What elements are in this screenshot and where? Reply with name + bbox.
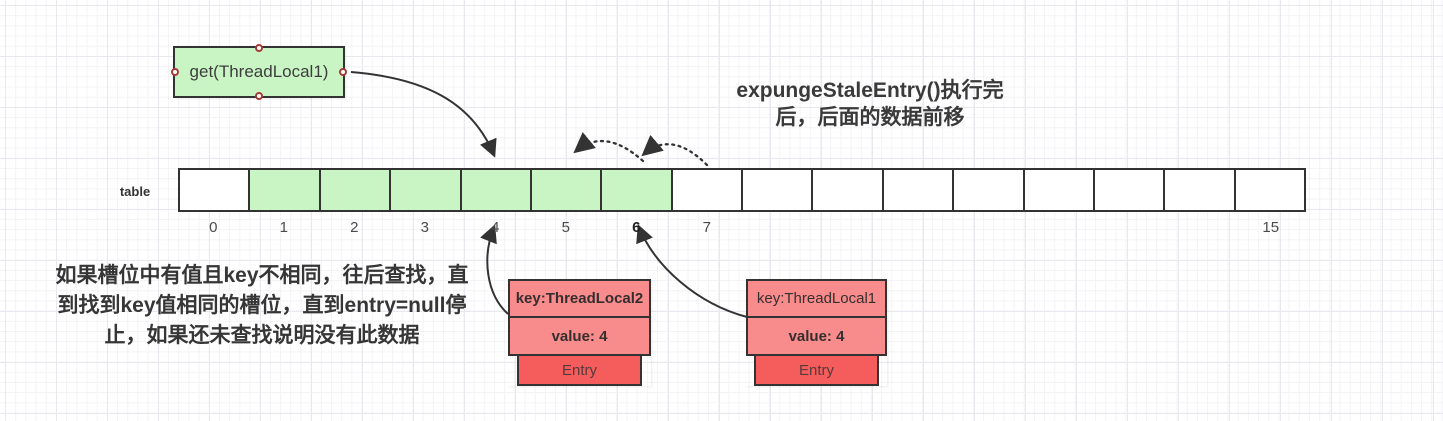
cell-index-label-0: 0 bbox=[209, 219, 218, 236]
entry-box-threadlocal1[interactable]: key:ThreadLocal1 value: 4 Entry bbox=[746, 279, 887, 386]
connector-handle-left[interactable] bbox=[171, 68, 179, 76]
cell-index-label-8 bbox=[742, 219, 813, 236]
table-array: 0 1 2 3 4 5 6 7 15 bbox=[178, 168, 1306, 236]
table-cell-15[interactable] bbox=[1235, 170, 1304, 210]
cell-index-label-7: 7 bbox=[702, 219, 711, 236]
table-cell-6[interactable] bbox=[602, 170, 673, 210]
get-threadlocal1-node[interactable]: get(ThreadLocal1) bbox=[171, 44, 347, 100]
cell-index-label-12 bbox=[1024, 219, 1095, 236]
table-cell-11[interactable] bbox=[954, 170, 1025, 210]
table-cell-2[interactable] bbox=[320, 170, 392, 210]
entry1-type-row[interactable]: Entry bbox=[754, 356, 879, 386]
table-cell-14[interactable] bbox=[1165, 170, 1236, 210]
cell-index-label-6: 6 bbox=[632, 219, 641, 236]
table-cell-0[interactable] bbox=[180, 170, 251, 210]
table-cell-7[interactable] bbox=[672, 170, 743, 210]
table-cell-10[interactable] bbox=[883, 170, 955, 210]
cell-index-label-14 bbox=[1165, 219, 1236, 236]
cell-index-label-5: 5 bbox=[561, 219, 570, 236]
entry2-type-row[interactable]: Entry bbox=[517, 356, 642, 386]
search-rule-annotation: 如果槽位中有值且key不相同，往后查找，直 到找到key值相同的槽位，直到ent… bbox=[36, 261, 488, 351]
connector-handle-bottom[interactable] bbox=[255, 92, 263, 100]
expunge-annotation-line2: 后，后面的数据前移 bbox=[775, 106, 965, 129]
search-rule-line2: 到找到key值相同的槽位，直到entry=null停 bbox=[57, 294, 467, 317]
table-cell-3[interactable] bbox=[391, 170, 462, 210]
table-label: table bbox=[119, 184, 151, 199]
hop-slot7-to-slot6-arrow[interactable] bbox=[641, 134, 709, 167]
entry-box-threadlocal2[interactable]: key:ThreadLocal2 value: 4 Entry bbox=[508, 279, 651, 386]
get-to-slot4-arrow[interactable] bbox=[350, 71, 497, 158]
entry2-key-row[interactable]: key:ThreadLocal2 bbox=[508, 279, 651, 318]
table-cell-1[interactable] bbox=[250, 170, 321, 210]
connector-handle-top[interactable] bbox=[255, 44, 263, 52]
entry1-value-row[interactable]: value: 4 bbox=[746, 318, 887, 356]
cell-index-label-9 bbox=[813, 219, 884, 236]
entry2-value-row[interactable]: value: 4 bbox=[508, 318, 651, 356]
table-cell-8[interactable] bbox=[743, 170, 814, 210]
connector-handle-right[interactable] bbox=[339, 68, 347, 76]
get-threadlocal1-label: get(ThreadLocal1) bbox=[189, 62, 329, 81]
search-rule-line3: 止，如果还未查找说明没有此数据 bbox=[104, 324, 420, 347]
cell-index-label-3: 3 bbox=[420, 219, 429, 236]
cell-index-label-15: 15 bbox=[1262, 219, 1280, 236]
entry2-to-slot4-arrow[interactable] bbox=[480, 224, 509, 315]
table-index-row: 0 1 2 3 4 5 6 7 15 bbox=[178, 219, 1306, 236]
cell-index-label-11 bbox=[954, 219, 1025, 236]
entry1-to-slot6-arrow[interactable] bbox=[636, 224, 748, 318]
table-cell-5[interactable] bbox=[531, 170, 603, 210]
expunge-annotation: expungeStaleEntry()执行完 后，后面的数据前移 bbox=[700, 77, 1040, 131]
cell-index-label-2: 2 bbox=[350, 219, 359, 236]
table-cell-12[interactable] bbox=[1024, 170, 1095, 210]
cell-index-label-13 bbox=[1095, 219, 1166, 236]
search-rule-line1: 如果槽位中有值且key不相同，往后查找，直 bbox=[55, 264, 469, 287]
expunge-annotation-line1: expungeStaleEntry()执行完 bbox=[736, 79, 1004, 102]
hop-slot6-to-slot5-arrow[interactable] bbox=[573, 132, 645, 163]
cell-index-label-10 bbox=[883, 219, 954, 236]
cell-index-label-1: 1 bbox=[279, 219, 288, 236]
cell-index-label-4: 4 bbox=[491, 219, 500, 236]
table-row bbox=[178, 168, 1306, 212]
entry1-key-row[interactable]: key:ThreadLocal1 bbox=[746, 279, 887, 318]
table-cell-4[interactable] bbox=[461, 170, 532, 210]
table-cell-9[interactable] bbox=[813, 170, 884, 210]
table-cell-13[interactable] bbox=[1094, 170, 1166, 210]
